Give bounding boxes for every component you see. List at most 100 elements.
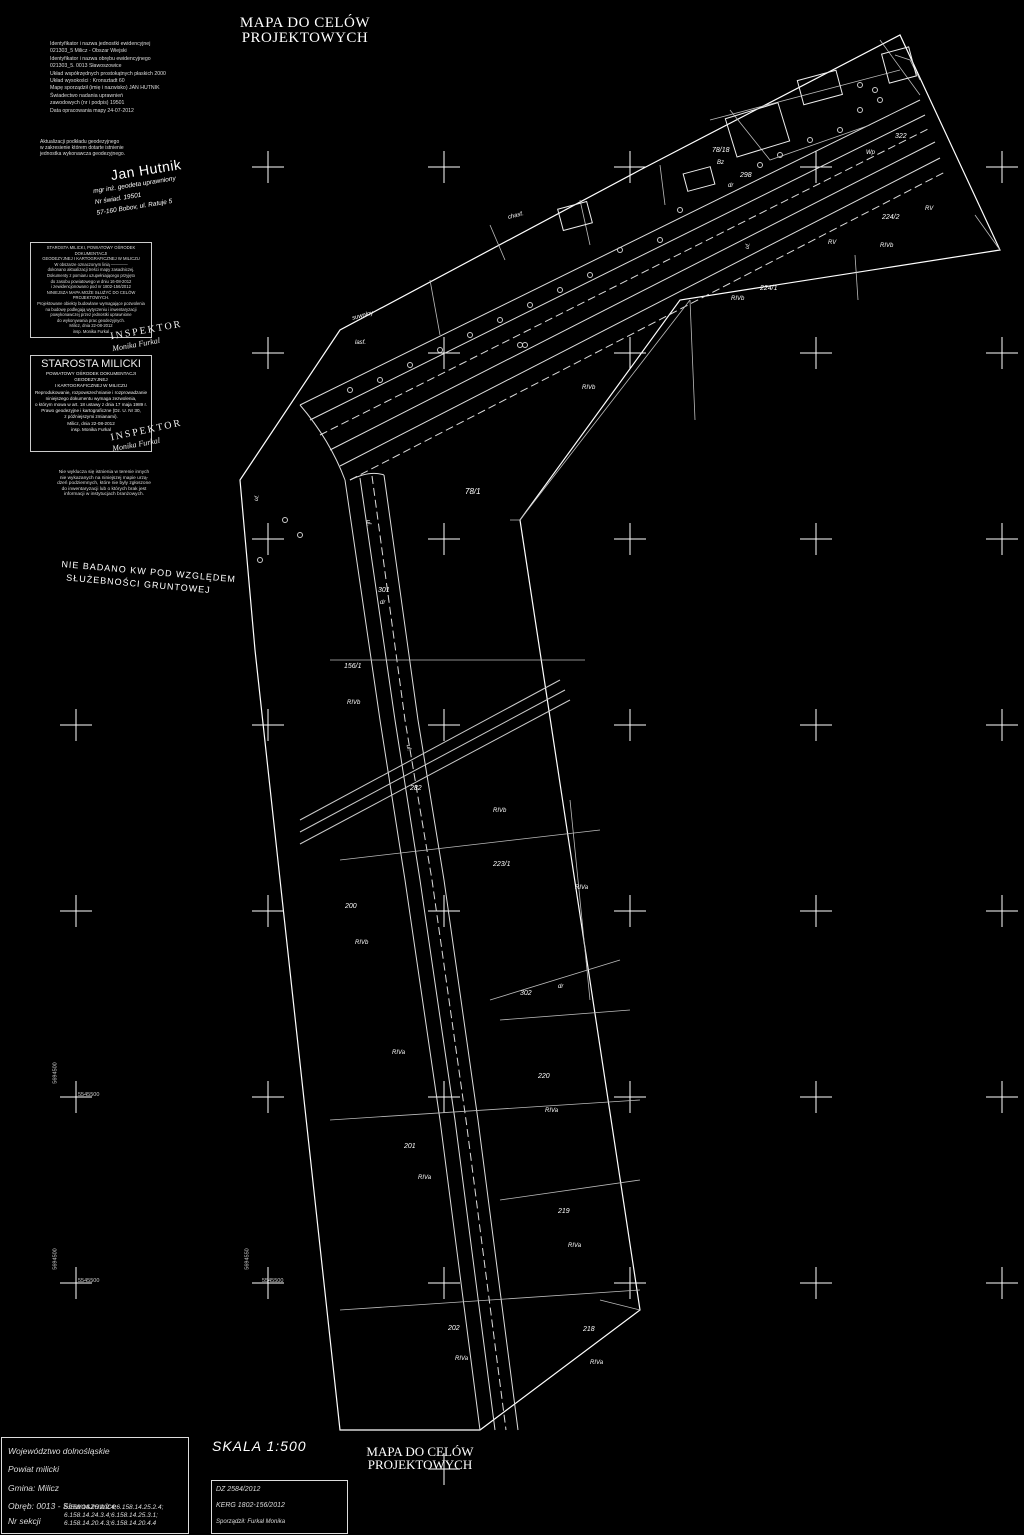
grid-coord-label: 5545500 [78,1278,100,1284]
registry-box: DZ 2584/2012 KERG 1802-156/2012 Sporządz… [211,1480,348,1534]
parcel-label: 298 [740,172,752,179]
parcel-label: 201 [404,1143,416,1150]
stamp1-line: NINIEJSZA MAPA MOŻE SŁUŻYĆ DO CELÓW PROJ… [46,289,136,301]
road-diagonal [299,679,571,845]
landclass-label: RIVb [347,700,361,706]
landclass-label: RIVa [575,885,589,891]
landclass-label: RIVa [590,1360,604,1366]
parcel-lines [329,39,1001,1311]
map-title-top: MAPA DO CELÓW PROJEKTOWYCH [230,16,380,46]
meta-line: Identyfikator i nazwa obrębu ewidencyjne… [50,55,151,62]
stamp-starosta: STAROSTA MILICKI POWIATOWY OŚRODEK DOKUM… [30,355,152,452]
update-line: Aktualizacji podkładu geodezyjnego [40,139,120,145]
meta-line: Data opracowania mapy 24-07-2012 [50,107,134,114]
feature-label: lasf. [355,340,367,346]
stamp1-line: insp. Monika Furkal [72,328,110,334]
meta-line: Układ wysokości : Kronsztadt 60 [50,78,125,85]
kerg-number: KERG 1802-156/2012 [216,1502,285,1509]
landclass-label: dr [380,600,386,606]
update-line: w zakresienie którem dotarte istnienie [40,145,124,151]
parcel-label: 224/2 [882,214,900,221]
parcel-label: 223/1 [493,861,511,868]
landclass-label: RIVb [355,940,369,946]
parcel-label: 220 [538,1073,550,1080]
stamp2-heading: STAROSTA MILICKI [41,358,141,370]
stamp1-line: W obszarze oznaczonym linią ———— [54,261,128,267]
parcel-label: 322 [895,133,907,140]
update-note: Aktualizacji podkładu geodezyjnego w zak… [40,139,190,157]
disclaimer-line: do inwentaryzacji lub o których brak jes… [61,486,147,492]
meta-line: zawodowych (nr i podpis) 19501 [50,100,125,107]
trees [257,82,883,563]
county: Powiat milicki [8,1464,60,1474]
stamp2-line: POWIATOWY OŚRODEK DOKUMENTACJI GEODEZYJN… [45,371,136,383]
disclaimer-line: informacji w instytucjach branżowych. [64,492,144,498]
grid-coord-label: 5694500 [52,1062,59,1084]
landclass-label: RIVa [545,1108,559,1114]
feature-label: ul. [364,519,372,527]
landclass-label: RIVa [455,1356,469,1362]
map-title-line1: MAPA DO CELÓW [239,15,371,31]
disclaimer-line: Nie wyklucza się istnienia w terenie inn… [58,470,150,475]
meta-line: Układ współrzędnych prostokątnych płaski… [50,70,166,77]
landclass-label: RV [925,206,934,212]
parcel-label: 224/1 [760,285,778,292]
grid-coord-label: 5694550 [244,1248,251,1270]
stamp1-line: na budowę podlegają wytyczeniu i inwenta… [45,306,137,312]
map-scale: SKALA 1:500 [212,1438,307,1454]
disclaimer: Nie wyklucza się istnienia w terenie inn… [54,470,154,498]
commune: Gmina: Milicz [8,1483,60,1493]
section-line: 6.158.14.24.3.4;6.158.14.25.3.1; [64,1512,158,1519]
author: Sporządził: Furkal Monika [216,1519,286,1525]
stamp2-line: o którym mowa w art. 18 ustawy z dnia 17… [34,402,148,408]
voivodeship: Województwo dolnośląskie [8,1446,110,1456]
stamp2-line: z późniejszymi zmianami). [64,414,118,420]
precinct: Obręb: 0013 - Sławoszowice [8,1501,117,1511]
grid-coord-label: 5694500 [52,1248,59,1270]
landclass-label: Bz [717,160,725,166]
parcel-label: 218 [583,1326,595,1333]
parcel-label: 156/1 [344,663,362,670]
map-metadata: Identyfikator i nazwa jednostki ewidency… [50,41,250,115]
stamp2-line: Milicz, dnia 22-08-2012 [67,420,115,426]
disclaimer-line: dzeń podziemnych, które nie były zgłoszo… [57,481,151,487]
parcel-label: 219 [558,1208,570,1215]
landclass-label: dr [558,984,564,990]
parcel-label: 301 [378,587,390,594]
buildings [557,46,918,232]
disclaimer-line: nie wykazanych na niniejszej mapie urzą- [59,475,149,481]
landclass-label: RIVb [880,243,894,249]
parcel-label: 302 [520,990,532,997]
map-title-bottom: MAPA DO CELÓW PROJEKTOWYCH [350,1445,490,1471]
feature-label: ul. [404,744,412,752]
landclass-label: RIVb [731,296,745,302]
stamp1-line: powykonawczej przez jednostki uprawnione [50,312,132,318]
road-ew [299,99,946,481]
parcel-label: 78/18 [712,147,730,154]
grid-coord-label: 5545500 [78,1092,100,1098]
meta-line: 021303_5. 0013 Sławoszowice [50,63,122,70]
road-ns [344,474,519,1431]
parcel-label: 282 [410,785,422,792]
section-line: 6.158.14.25.2.2.4;6.158.14.25.2.4; [64,1504,164,1511]
landclass-label: RIVa [392,1050,406,1056]
stamp2-line: insp. Monika Furkal [71,426,111,432]
stamp1-line: Milicz, dnia 22-08-2012 [69,323,113,329]
stamp1-line: do wykonywania prac geodezyjnych. [57,317,125,323]
stamp-podgik-update: STAROSTA MILICKI, POWIATOWY OŚRODEK DOKU… [30,242,152,338]
map-title-line1: MAPA DO CELÓW [366,1444,474,1459]
parcel-label: 200 [345,903,357,910]
landclass-label: Wp [866,150,875,156]
stamp1-line: STAROSTA MILICKI, POWIATOWY OŚRODEK DOKU… [46,245,136,256]
meta-line: Świadectwo nadania uprawnień [50,92,123,99]
map-title-line2: PROJEKTOWYCH [367,1457,473,1472]
map-title-line2: PROJEKTOWYCH [241,30,369,46]
landclass-label: RIVa [568,1243,582,1249]
stamp1-line: Projektowane obiekty budowlane wymagając… [37,300,145,306]
stamp1-line: Dokumenty z pomiaru uzupełniającego przy… [47,272,135,278]
stamp2-line: Prawo geodezyjne i kartograficzne (Dz. U… [41,408,141,414]
section-label: Nr sekcji [8,1516,41,1526]
update-line: jednostka wykonawcza geodezyjnego. [40,151,126,157]
meta-line: 021303_5 Milicz - Obszar Wiejski [50,48,127,55]
